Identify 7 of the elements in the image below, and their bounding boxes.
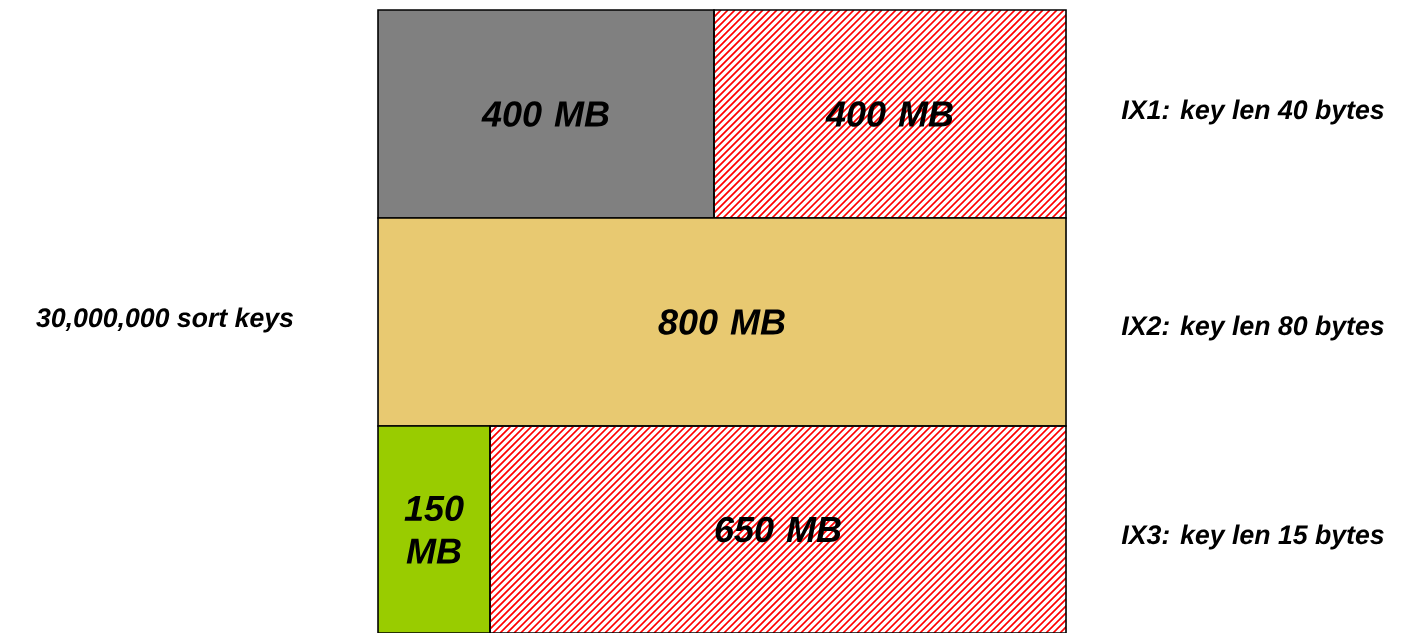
side-label: 30,000,000 sort keys — [36, 307, 294, 333]
memory-block: 800 MB — [377, 217, 1067, 427]
side-label: IX1: key len 40 bytes — [1121, 99, 1384, 125]
side-label: IX2: key len 80 bytes — [1121, 315, 1384, 341]
side-label: IX3: key len 15 bytes — [1121, 524, 1384, 550]
memory-block: 150 MB — [377, 425, 491, 633]
memory-block: 400 MB — [377, 9, 715, 219]
